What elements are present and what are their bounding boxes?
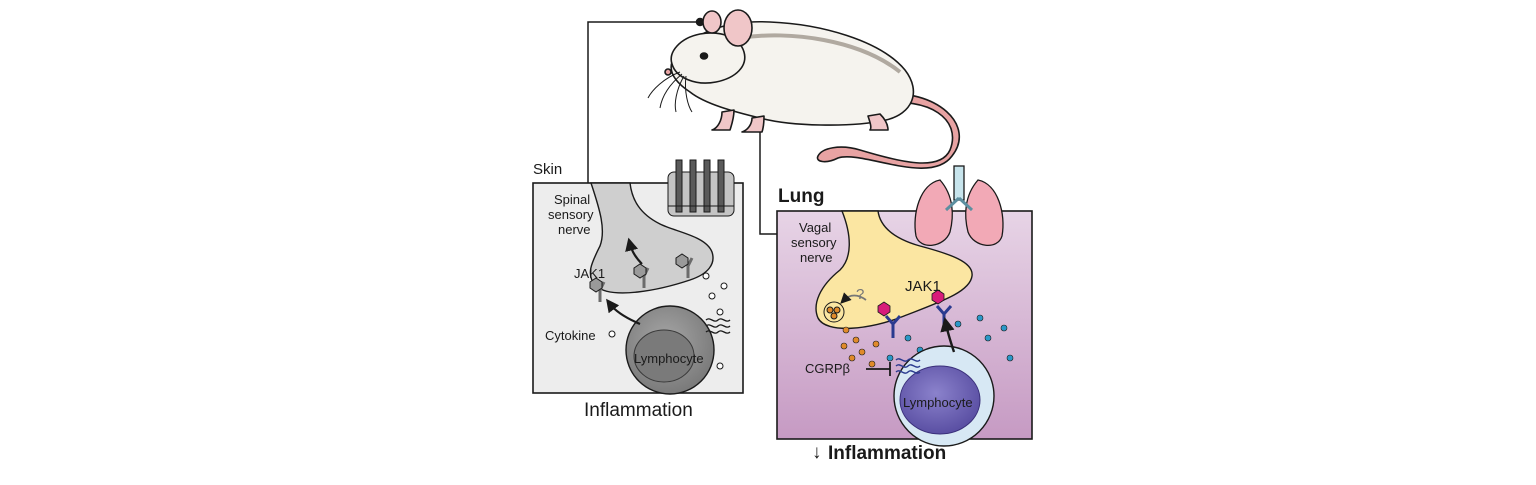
skin-tissue-icon — [667, 159, 735, 217]
lung-secretion-arrow — [940, 316, 956, 353]
skin-nerve-label-3: nerve — [558, 222, 591, 237]
lung-cgrp-granules — [840, 326, 880, 368]
lung-nerve-label-1: Vagal — [799, 220, 832, 235]
lung-organ-icon — [914, 165, 1004, 246]
skin-panel — [532, 159, 744, 395]
lung-nerve-label-2: sensory — [791, 235, 837, 250]
mouse-ear — [723, 9, 753, 47]
mouse-eye — [699, 52, 709, 60]
skin-jak1-label: JAK1 — [574, 266, 606, 281]
lung-outcome-arrow: ↓ — [812, 442, 822, 463]
skin-secretion-arrow — [606, 298, 641, 326]
skin-signal-arrow — [625, 237, 643, 265]
skin-lymphocyte-label: Lymphocyte — [634, 351, 704, 366]
cgrp-inhibition — [866, 362, 891, 376]
skin-cytokine-label: Cytokine — [545, 328, 596, 343]
mouse-head — [670, 32, 746, 84]
skin-nerve-label-1: Spinal — [554, 192, 591, 207]
lung-jak1-label: JAK1 — [905, 278, 941, 295]
lung-connector-line — [759, 86, 777, 235]
mouse-tail — [816, 92, 961, 169]
skin-nerve-label-2: sensory — [548, 207, 594, 222]
mouse-illustration — [647, 9, 961, 169]
lung-panel — [776, 165, 1033, 447]
lung-outcome-label: Inflammation — [828, 443, 947, 464]
lung-nerve-label-3: nerve — [800, 250, 833, 265]
cgrp-vesicle — [823, 301, 845, 323]
lung-ligands — [877, 289, 945, 317]
skin-title: Skin — [533, 161, 563, 178]
lung-lymphocyte-label: Lymphocyte — [903, 395, 973, 410]
skin-lymphocyte-receptor — [705, 318, 731, 334]
skin-connector-line — [587, 21, 700, 183]
skin-receptors — [589, 253, 694, 302]
lung-cgrp-label: CGRPβ — [805, 361, 851, 376]
mouse-ear-back — [702, 10, 722, 34]
lung-question-mark: ? — [856, 286, 865, 303]
lung-lymphocyte-receptor — [895, 358, 921, 374]
skin-outcome-label: Inflammation — [584, 400, 693, 421]
lung-title: Lung — [778, 186, 825, 207]
